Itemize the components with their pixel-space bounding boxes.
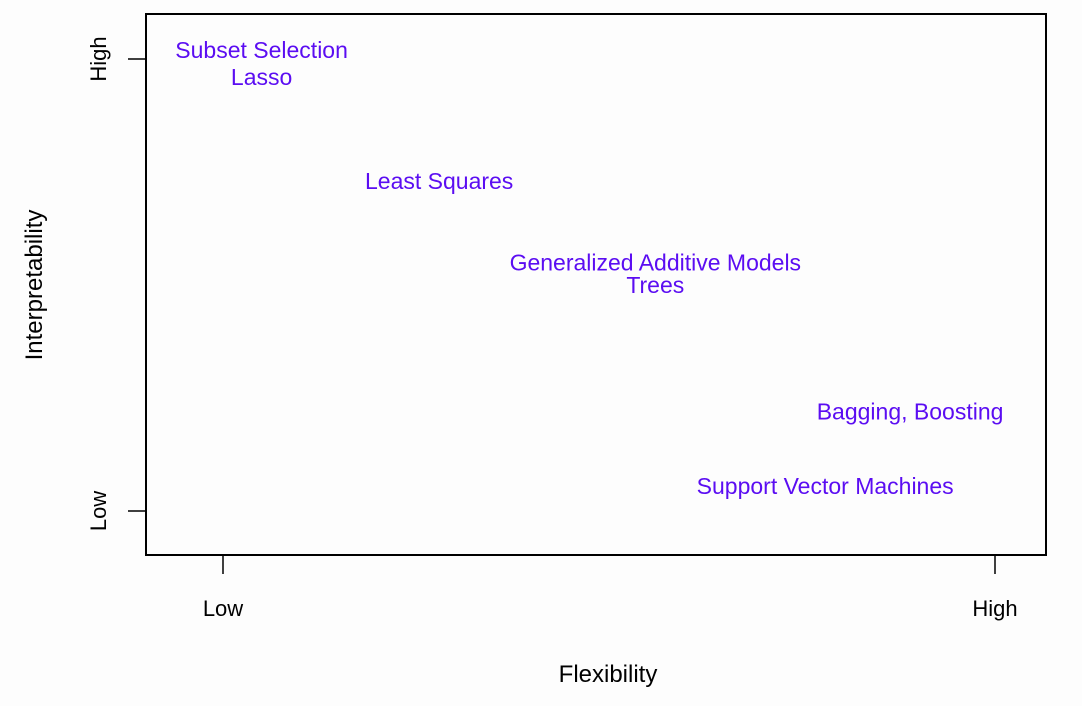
y-tick-label: Low — [86, 491, 111, 531]
point-label: Least Squares — [365, 168, 513, 194]
y-tick-label: High — [86, 36, 111, 81]
point-label: Generalized Additive Models — [510, 249, 802, 275]
point-label: Trees — [626, 272, 684, 298]
y-axis-label: Interpretability — [21, 210, 48, 361]
point-label: Lasso — [231, 64, 292, 90]
y-axis: Low High — [86, 36, 146, 531]
x-axis: Low High — [203, 556, 1018, 621]
x-tick-label: Low — [203, 596, 243, 621]
x-tick-label: High — [972, 596, 1017, 621]
plot-frame — [145, 13, 1047, 556]
point-label: Bagging, Boosting — [817, 399, 1004, 425]
x-axis-label: Flexibility — [559, 661, 658, 688]
point-label: Support Vector Machines — [697, 473, 954, 499]
point-label: Subset Selection — [175, 37, 348, 63]
